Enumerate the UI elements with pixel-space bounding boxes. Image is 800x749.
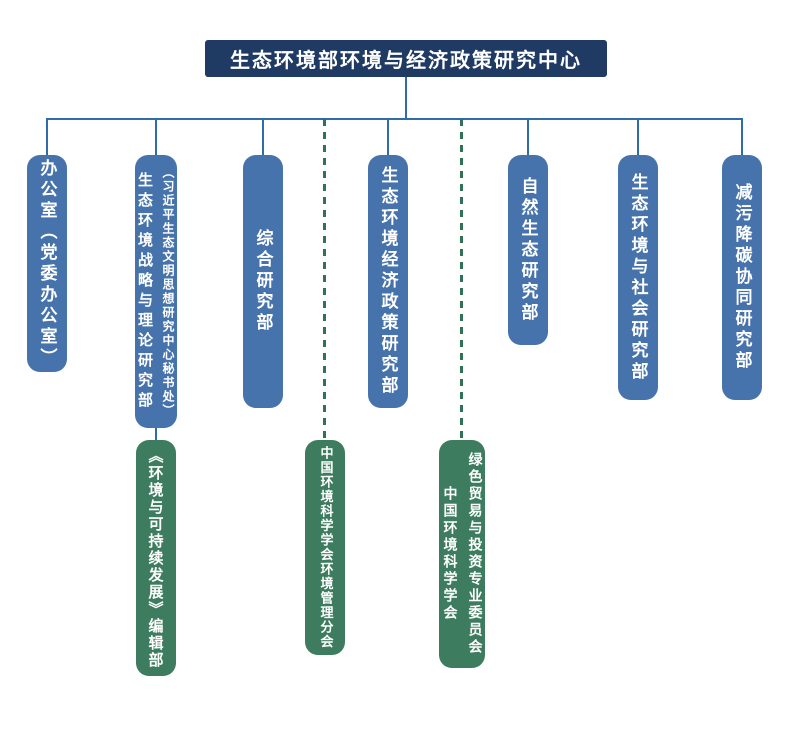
dept-label-economic-policy: 生态环境经济政策研究部 [377,166,398,397]
affiliate-box-journal: 《环境与可持续发展》编辑部 [136,440,176,676]
dept-box-pollution-carbon: 减污降碳协同研究部 [722,155,762,400]
connector-dashed-management-branch [323,119,326,440]
connector-drop-natural-ecology [527,118,529,155]
connector-affiliate-journal [155,428,157,441]
dept-label-society: 生态环境与社会研究部 [627,172,648,383]
affiliate-label-journal: 《环境与可持续发展》编辑部 [146,447,165,669]
dept-box-economic-policy: 生态环境经济政策研究部 [368,155,408,408]
connector-drop-office [46,118,48,155]
connector-drop-pollution-carbon [741,118,743,155]
dept-label-general: 综合研究部 [252,229,273,334]
connector-drop-economic-policy [387,118,389,155]
dept-box-natural-ecology: 自然生态研究部 [508,155,548,345]
dept-box-office: 办公室（党委办公室） [27,155,67,372]
connector-drop-society [637,118,639,155]
dept-box-society: 生态环境与社会研究部 [618,155,658,400]
connector-drop-strategy [155,118,157,155]
connector-trunk [405,77,407,119]
dept-label-pollution-carbon: 减污降碳协同研究部 [731,183,752,372]
dept-box-general: 综合研究部 [243,155,283,408]
affiliate-sublabel-green-trade: 绿色贸易与投资专业委员会 [466,452,483,656]
affiliate-box-green-trade: 中国环境科学学会 绿色贸易与投资专业委员会 [439,440,485,668]
affiliate-label-management-branch: 中国环境科学学会环境管理分会 [317,446,333,649]
dept-label-strategy: 生态环境战略与理论研究部 [136,171,154,412]
connector-dashed-green-trade [460,119,463,440]
dept-sublabel-strategy: （习近平生态文明思想研究中心秘书处） [161,165,175,418]
connector-drop-general [262,118,264,155]
affiliate-label-green-trade: 中国环境科学学会 [441,486,458,622]
dept-label-office: 办公室（党委办公室） [36,158,57,369]
connector-horizontal [46,118,743,120]
dept-label-natural-ecology: 自然生态研究部 [517,176,538,324]
root-title: 生态环境部环境与经济政策研究中心 [230,48,582,72]
root-title-box: 生态环境部环境与经济政策研究中心 [205,40,607,77]
affiliate-box-management-branch: 中国环境科学学会环境管理分会 [305,440,345,655]
dept-box-strategy: 生态环境战略与理论研究部 （习近平生态文明思想研究中心秘书处） [135,155,177,428]
